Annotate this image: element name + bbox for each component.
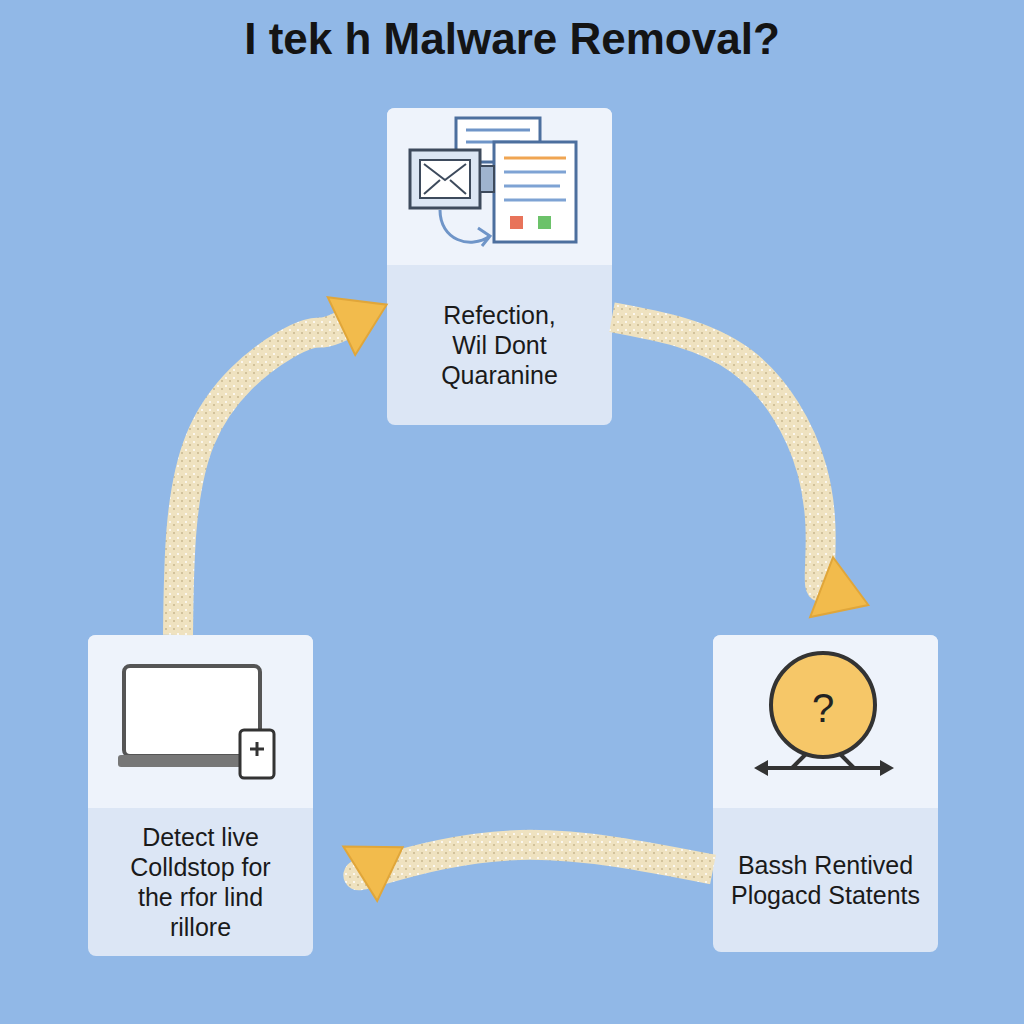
question-icon	[754, 653, 894, 776]
documents-icon	[504, 157, 566, 160]
documents-icon	[480, 166, 494, 192]
cycle-arrow	[612, 317, 822, 587]
icon-panel	[713, 635, 938, 808]
process-box: Detect live Colldstop for the rfor lind …	[88, 808, 313, 956]
cycle-arrow	[358, 845, 713, 875]
box-background	[88, 635, 313, 956]
documents-icon	[504, 199, 566, 202]
icon-panel	[88, 635, 313, 808]
question-icon	[771, 653, 875, 757]
documents-icon	[410, 150, 480, 208]
documents-icon	[510, 216, 523, 229]
box-background	[387, 108, 612, 425]
documents-icon	[466, 129, 530, 132]
box-background	[387, 108, 612, 425]
documents-icon	[440, 210, 490, 246]
box-background	[88, 635, 313, 956]
box-background	[713, 635, 938, 952]
cycle-arrow	[178, 326, 341, 635]
icon-symbol: ?	[812, 686, 834, 731]
box-label: Refection, Wil Dont Quaranine	[425, 300, 575, 390]
documents-icon	[538, 216, 551, 229]
box-label: Detect live Colldstop for the rfor lind …	[121, 822, 281, 942]
laptop-icon	[118, 666, 274, 778]
box-label: Bassh Rentived Plogacd Statents	[728, 850, 923, 910]
documents-icon	[494, 142, 576, 242]
documents-icon	[424, 164, 466, 194]
icon-panel	[387, 108, 612, 265]
process-box: Bassh Rentived Plogacd Statents	[713, 808, 938, 952]
question-icon	[762, 766, 884, 770]
question-icon	[754, 760, 894, 776]
documents-icon	[504, 185, 560, 188]
documents-icon	[420, 160, 470, 198]
box-background	[713, 635, 938, 952]
diagram-title: I tek h Malware Removal?	[0, 14, 1024, 64]
documents-icon	[504, 171, 566, 174]
process-box: Refection, Wil Dont Quaranine	[387, 265, 612, 425]
laptop-icon	[250, 748, 264, 751]
documents-icon	[410, 118, 576, 246]
laptop-icon	[240, 730, 274, 778]
